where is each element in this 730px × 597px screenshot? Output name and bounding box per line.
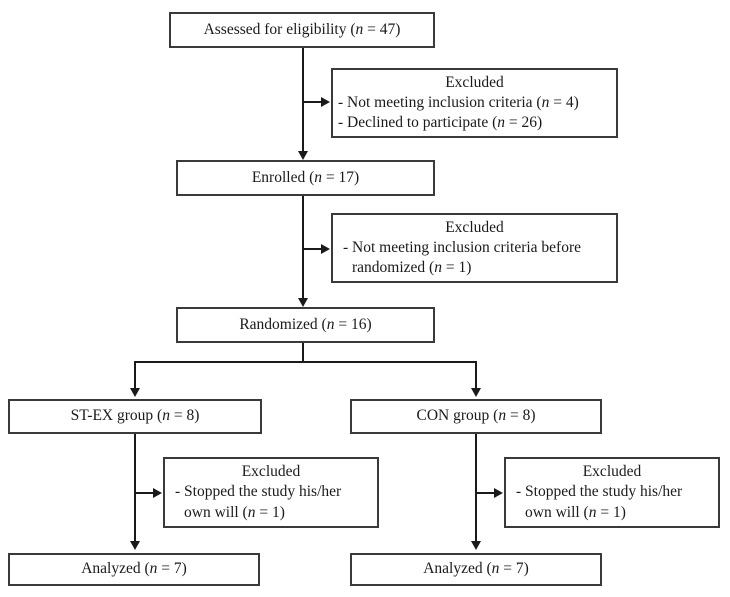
analyzed-right-suffix: = 7) bbox=[499, 560, 529, 578]
arrowhead-excluded-1 bbox=[321, 97, 330, 107]
analyzed-right-label: Analyzed (n = 7) bbox=[423, 559, 529, 579]
excluded-right-item-1-line-b: own will (n = 1) bbox=[516, 503, 718, 523]
arrowhead-randomized bbox=[298, 298, 308, 307]
node-excluded-first: Excluded - Not meeting inclusion criteri… bbox=[331, 68, 618, 138]
node-excluded-left-arm: Excluded - Stopped the study his/her own… bbox=[163, 457, 379, 528]
connector-right-group-to-analyzed bbox=[475, 434, 477, 545]
connector-to-excluded-right bbox=[476, 492, 496, 494]
analyzed-left-label: Analyzed (n = 7) bbox=[81, 559, 187, 579]
excluded-second-item-1-line-b-suffix: = 1) bbox=[441, 259, 472, 277]
enrolled-n-symbol: n bbox=[314, 168, 322, 186]
group-left-prefix: ST-EX group ( bbox=[70, 407, 163, 425]
excluded-second-item-1-line-a: - Not meeting inclusion criteria before bbox=[343, 238, 582, 256]
connector-left-group-to-analyzed bbox=[134, 434, 136, 545]
excluded-first-item-1: - Not meeting inclusion criteria (n = 4) bbox=[333, 93, 616, 113]
excluded-right-item-1-line-b-prefix: own will ( bbox=[525, 503, 589, 521]
enrolled-prefix: Enrolled ( bbox=[251, 168, 315, 186]
node-group-st-ex: ST-EX group (n = 8) bbox=[8, 399, 262, 434]
excluded-first-item-2: - Declined to participate (n = 26) bbox=[333, 113, 616, 133]
randomized-n-symbol: n bbox=[326, 315, 335, 333]
enrolled-suffix: = 17) bbox=[322, 168, 360, 186]
excluded-first-item-2-suffix: = 26) bbox=[504, 114, 543, 132]
excluded-second-title: Excluded bbox=[445, 218, 504, 236]
arrowhead-analyzed-left bbox=[130, 541, 140, 550]
arrowhead-group-right bbox=[471, 388, 481, 397]
group-left-n-symbol: n bbox=[162, 407, 170, 425]
arrowhead-group-left bbox=[130, 388, 140, 397]
node-analyzed-right: Analyzed (n = 7) bbox=[350, 553, 602, 586]
node-assessed-for-eligibility: Assessed for eligibility (n = 47) bbox=[169, 12, 435, 48]
arrowhead-excluded-left bbox=[153, 488, 162, 498]
connector-to-excluded-left bbox=[135, 492, 155, 494]
excluded-first-item-2-prefix: - Declined to participate ( bbox=[338, 114, 498, 132]
connector-fork-left-drop bbox=[134, 361, 136, 390]
node-analyzed-left: Analyzed (n = 7) bbox=[8, 553, 260, 586]
analyzed-left-prefix: Analyzed ( bbox=[81, 560, 150, 578]
node-randomized-label: Randomized (n = 16) bbox=[239, 315, 371, 335]
assessed-suffix: = 47) bbox=[363, 20, 401, 38]
excluded-second-item-1-line-b-prefix: randomized ( bbox=[352, 259, 435, 277]
node-assessed-label: Assessed for eligibility (n = 47) bbox=[204, 20, 401, 40]
group-right-n-symbol: n bbox=[498, 407, 507, 425]
excluded-left-item-1-line-b-prefix: own will ( bbox=[184, 503, 248, 521]
arrowhead-excluded-right bbox=[494, 488, 503, 498]
arrowhead-excluded-2 bbox=[321, 244, 330, 254]
connector-fork-horizontal bbox=[134, 361, 477, 363]
excluded-left-item-1-line-a: - Stopped the study his/her bbox=[175, 483, 342, 501]
excluded-first-item-2-n-symbol: n bbox=[497, 114, 505, 132]
connector-assessed-to-enrolled bbox=[302, 48, 304, 158]
group-right-suffix: = 8) bbox=[506, 407, 536, 425]
connector-enrolled-to-randomized bbox=[302, 196, 304, 305]
excluded-first-item-1-prefix: - Not meeting inclusion criteria ( bbox=[338, 93, 542, 111]
excluded-right-item-1-line-a: - Stopped the study his/her bbox=[516, 483, 683, 501]
excluded-second-item-1: - Not meeting inclusion criteria before … bbox=[333, 238, 616, 278]
assessed-prefix: Assessed for eligibility ( bbox=[203, 20, 356, 38]
node-excluded-right-arm: Excluded - Stopped the study his/her own… bbox=[504, 457, 720, 528]
excluded-first-item-1-n-symbol: n bbox=[541, 93, 550, 111]
excluded-first-item-1-suffix: = 4) bbox=[549, 93, 579, 111]
excluded-left-item-1-line-b-suffix: = 1) bbox=[255, 503, 285, 521]
excluded-second-item-1-n-symbol: n bbox=[434, 259, 442, 277]
excluded-left-title: Excluded bbox=[241, 463, 301, 481]
node-group-con: CON group (n = 8) bbox=[350, 399, 602, 434]
assessed-n-symbol: n bbox=[355, 20, 364, 38]
analyzed-right-prefix: Analyzed ( bbox=[423, 560, 492, 578]
arrowhead-analyzed-right bbox=[471, 541, 481, 550]
analyzed-left-n-symbol: n bbox=[149, 560, 158, 578]
excluded-left-item-1-line-b: own will (n = 1) bbox=[175, 503, 377, 523]
connector-to-excluded-1 bbox=[303, 101, 323, 103]
group-left-label: ST-EX group (n = 8) bbox=[71, 406, 200, 426]
node-enrolled: Enrolled (n = 17) bbox=[176, 160, 435, 196]
excluded-left-item-1-n-symbol: n bbox=[247, 503, 256, 521]
node-randomized: Randomized (n = 16) bbox=[176, 307, 435, 343]
node-excluded-second: Excluded - Not meeting inclusion criteri… bbox=[331, 213, 618, 283]
analyzed-right-n-symbol: n bbox=[491, 560, 500, 578]
randomized-prefix: Randomized ( bbox=[239, 315, 327, 333]
group-right-label: CON group (n = 8) bbox=[417, 406, 536, 426]
group-left-suffix: = 8) bbox=[169, 407, 200, 425]
randomized-suffix: = 16) bbox=[334, 315, 372, 333]
excluded-right-item-1-line-b-suffix: = 1) bbox=[596, 503, 626, 521]
group-right-prefix: CON group ( bbox=[416, 407, 499, 425]
node-enrolled-label: Enrolled (n = 17) bbox=[252, 168, 359, 188]
excluded-right-item-1: - Stopped the study his/her own will (n … bbox=[506, 482, 718, 522]
excluded-first-title: Excluded bbox=[445, 73, 504, 91]
connector-randomized-stem bbox=[302, 343, 304, 363]
connector-to-excluded-2 bbox=[303, 248, 323, 250]
excluded-left-item-1: - Stopped the study his/her own will (n … bbox=[165, 482, 377, 522]
excluded-second-item-1-line-b: randomized (n = 1) bbox=[343, 258, 616, 278]
connector-fork-right-drop bbox=[475, 361, 477, 390]
arrowhead-enrolled bbox=[298, 151, 308, 160]
excluded-right-title: Excluded bbox=[582, 463, 642, 481]
excluded-right-item-1-n-symbol: n bbox=[588, 503, 597, 521]
analyzed-left-suffix: = 7) bbox=[157, 560, 187, 578]
